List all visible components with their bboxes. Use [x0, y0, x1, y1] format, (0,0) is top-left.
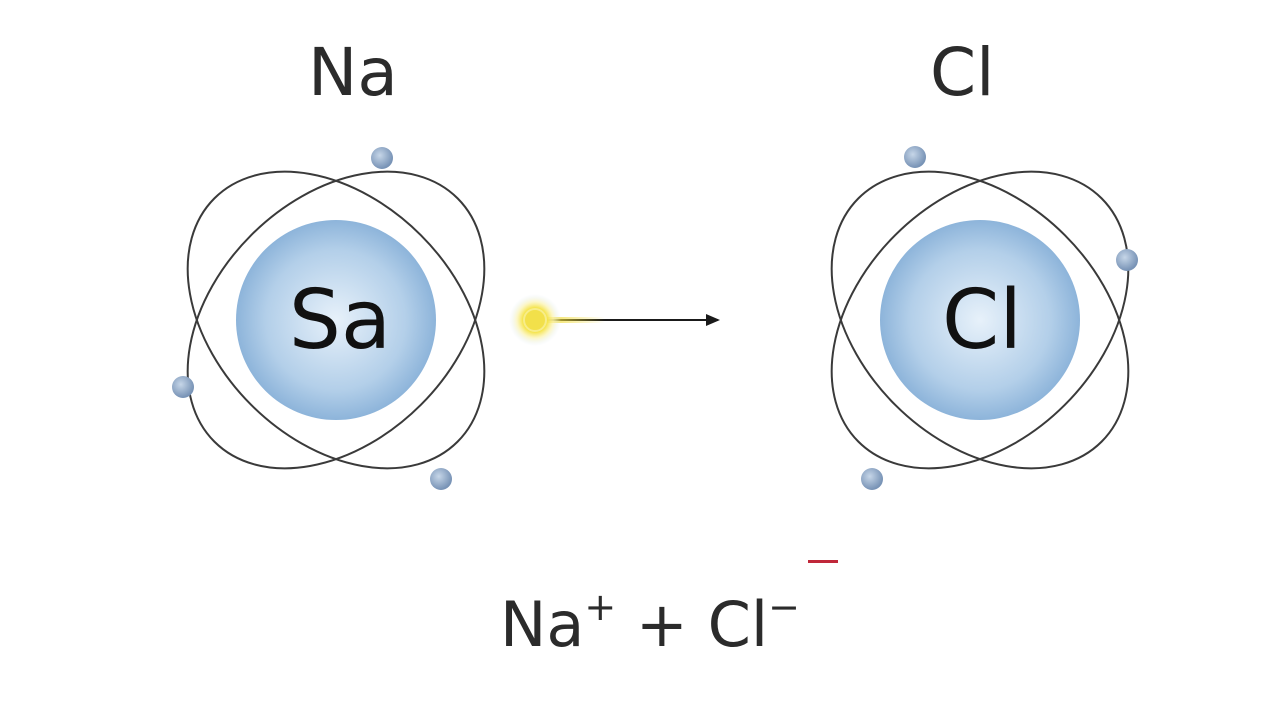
anion-charge: − — [768, 585, 800, 629]
cl-nucleus-label: Cl — [942, 273, 1022, 368]
electron — [904, 146, 926, 168]
electron — [1116, 249, 1138, 271]
electron — [430, 468, 452, 490]
cl-orbit-2 — [830, 170, 1130, 470]
cl-nucleus — [880, 220, 1080, 420]
cl-atom: Cl — [830, 146, 1138, 490]
transfer-electron — [523, 308, 547, 332]
cation-charge: + — [584, 585, 617, 629]
na-nucleus — [236, 220, 436, 420]
anion-symbol: Cl — [707, 588, 769, 661]
electron-transfer — [509, 294, 720, 346]
cl-orbit-1 — [830, 170, 1130, 470]
electron — [861, 468, 883, 490]
na-orbit-2 — [186, 170, 486, 470]
red-minus-mark — [808, 560, 838, 563]
electron — [371, 147, 393, 169]
cation-symbol: Na — [500, 588, 585, 661]
na-orbit-1 — [186, 170, 486, 470]
na-nucleus-label: Sa — [289, 273, 391, 368]
na-atom: Sa — [172, 147, 486, 490]
transfer-trail — [535, 317, 605, 323]
na-atom-title: Na — [308, 34, 398, 111]
electron — [172, 376, 194, 398]
cl-atom-title: Cl — [930, 34, 995, 111]
ionic-equation: Na+ + Cl− — [500, 588, 800, 656]
plus-sign: + — [616, 588, 708, 661]
